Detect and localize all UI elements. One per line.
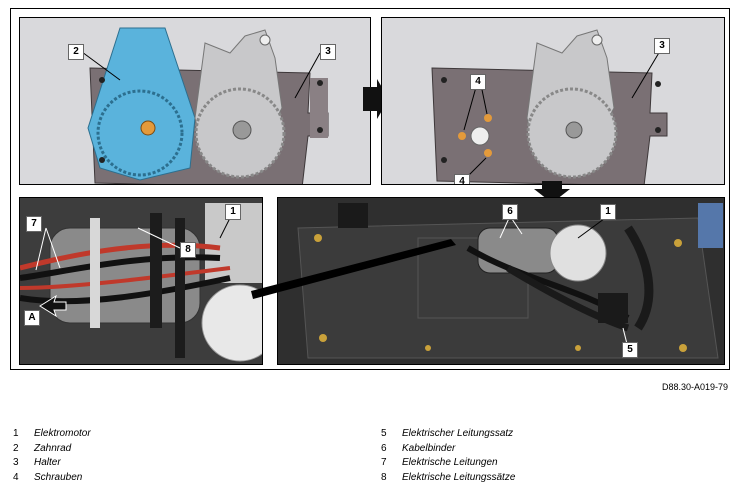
- callout-4: 4: [454, 174, 470, 184]
- figure-reference: D88.30-A019-79: [661, 382, 728, 392]
- callout-8: 8: [180, 242, 196, 258]
- bracket-screws-illustration: [431, 29, 668, 184]
- arrow-down-icon: [534, 181, 570, 203]
- callout-6: 6: [502, 204, 518, 220]
- callout-5: 5: [622, 342, 638, 358]
- callout-4: 4: [470, 74, 486, 90]
- photo-motor-closeup: 1 7 8 A: [19, 197, 263, 365]
- callout-7: 7: [26, 216, 42, 232]
- photo-bracket-screws: 4 4 3: [381, 17, 725, 185]
- zoom-connector-line: [251, 239, 456, 299]
- callout-2: 2: [68, 44, 84, 60]
- gear-bracket-illustration: [81, 27, 329, 184]
- callout-3: 3: [654, 38, 670, 54]
- callout-3: 3: [320, 44, 336, 60]
- callout-1: 1: [600, 204, 616, 220]
- photo-gear-and-bracket: 2 3: [19, 17, 371, 185]
- figure-frame: 2 3 4 4 3: [10, 8, 730, 370]
- callout-1: 1: [225, 204, 241, 220]
- callout-a: A: [24, 310, 40, 326]
- motor-closeup-illustration: [20, 198, 262, 364]
